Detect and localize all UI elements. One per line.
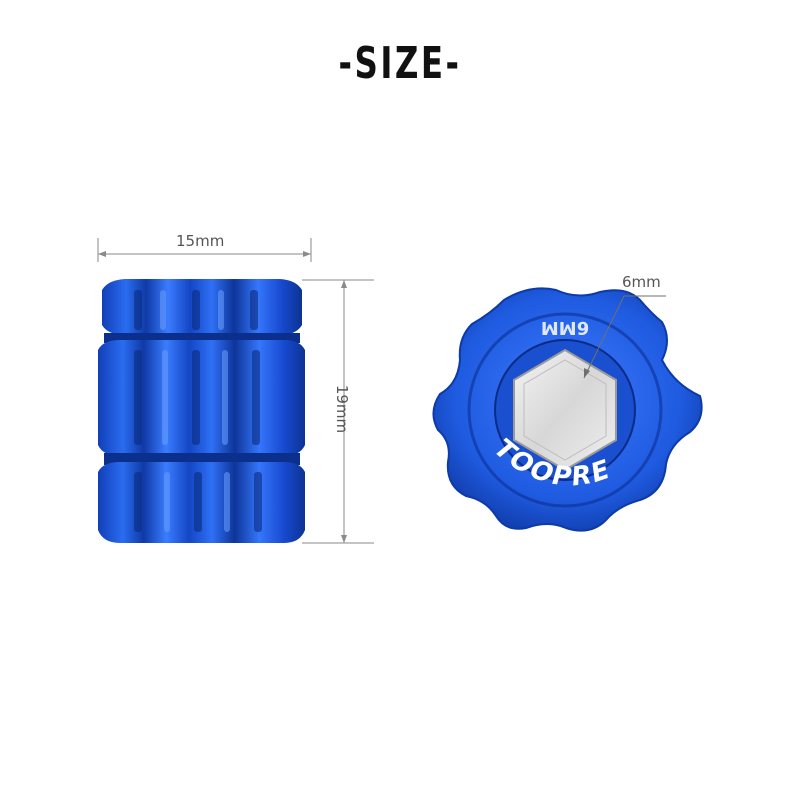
hex-size-label: 6mm [622,273,661,291]
height-dimension-line [302,279,374,544]
engraving-size-text: 6MM [541,317,589,338]
star-nut-icon: 6MM TOOPRE [432,287,703,532]
fluted-cylinder-icon [98,279,305,543]
height-label: 19mm [333,384,352,434]
width-label: 15mm [176,232,225,250]
width-dimension-line [97,238,312,262]
page-title: -SIZE- [338,38,462,89]
hex-dimension-leader [583,295,666,379]
